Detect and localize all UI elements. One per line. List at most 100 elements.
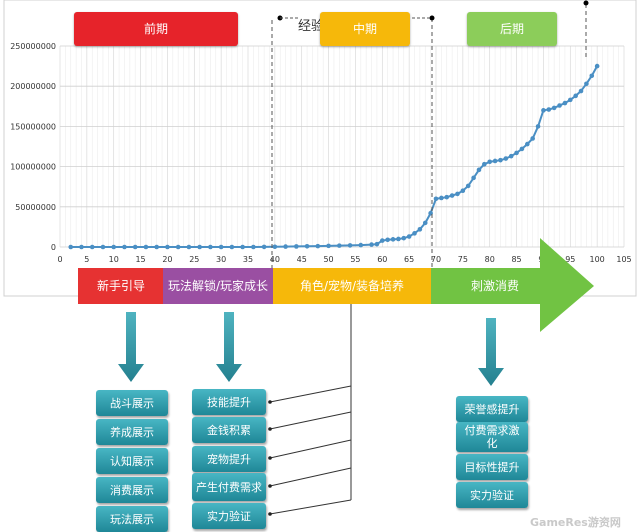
col1-item-cognition: 认知展示 (96, 448, 168, 474)
chart-grid (59, 45, 625, 248)
data-point (251, 244, 256, 250)
x-tick-label: 30 (216, 255, 226, 264)
data-point (68, 244, 74, 250)
col2-item-skill: 技能提升 (192, 389, 266, 415)
data-point (79, 244, 84, 250)
data-point (283, 244, 288, 249)
data-point (460, 188, 466, 194)
data-point (369, 242, 374, 247)
x-tick-label: 65 (404, 255, 414, 264)
x-tick-label: 75 (458, 255, 468, 264)
x-tick-label: 20 (162, 255, 172, 264)
col2-item-money: 金钱积累 (192, 417, 266, 443)
data-point (208, 244, 213, 250)
data-point (337, 243, 342, 248)
y-tick-label: 250000000 (10, 42, 56, 51)
x-tick-label: 35 (243, 255, 253, 264)
data-point (541, 108, 546, 113)
data-point (154, 244, 159, 250)
x-tick-label: 80 (485, 255, 495, 264)
data-point (465, 183, 471, 189)
data-point (100, 244, 106, 250)
stage-newbie-guide: 新手引导 (78, 268, 164, 304)
x-tick-label: 60 (377, 255, 387, 264)
data-point (347, 243, 353, 248)
data-point (143, 244, 149, 250)
data-point (326, 243, 331, 249)
down-arrow-3 (478, 318, 504, 386)
x-tick-label: 50 (323, 255, 333, 264)
data-point (530, 136, 535, 141)
x-tick-label: 0 (57, 255, 62, 264)
y-tick-label: 200000000 (10, 82, 56, 91)
data-point (514, 150, 519, 156)
stage-character-training: 角色/宠物/装备培养 (273, 268, 431, 304)
data-point (578, 88, 584, 94)
x-tick-label: 85 (511, 255, 521, 264)
experience-points (68, 63, 600, 250)
data-point (519, 146, 525, 152)
x-tick-label: 95 (565, 255, 575, 264)
data-point (439, 195, 444, 201)
data-point (89, 244, 95, 250)
data-point (261, 244, 267, 250)
data-point (240, 244, 245, 250)
data-point (379, 238, 385, 243)
down-arrow-2 (216, 312, 242, 382)
col2-item-pet: 宠物提升 (192, 446, 266, 472)
boundary-dot-3 (583, 0, 589, 6)
data-point (294, 244, 299, 249)
data-point (492, 158, 498, 164)
data-point (422, 220, 428, 226)
data-point (525, 141, 530, 147)
x-tick-label: 5 (84, 255, 89, 264)
connector-4 (269, 467, 352, 487)
col1-item-gameplay: 玩法展示 (96, 506, 168, 532)
col2-item-verify: 实力验证 (192, 503, 266, 529)
data-point (122, 244, 127, 250)
data-point (567, 97, 573, 103)
y-tick-label: 50000000 (15, 203, 56, 212)
x-tick-label: 55 (350, 255, 360, 264)
x-tick-label: 15 (135, 255, 145, 264)
data-point (396, 236, 401, 242)
y-tick-label: 0 (51, 243, 56, 252)
data-point (573, 93, 578, 99)
col1-item-battle: 战斗展示 (96, 390, 168, 416)
stimulate-consumption-arrow (430, 238, 594, 332)
col3-item-goal: 目标性提升 (456, 454, 528, 480)
data-point (508, 153, 514, 159)
data-point (589, 73, 595, 79)
connector-5 (269, 499, 352, 515)
x-tick-label: 40 (270, 255, 280, 264)
watermark-logo: GameRes游资网 (530, 516, 621, 529)
data-point (584, 81, 589, 87)
data-point (272, 244, 278, 250)
data-point (471, 175, 476, 181)
data-point (390, 237, 396, 242)
data-point (594, 63, 600, 69)
stage-unlock-growth: 玩法解锁/玩家成长 (163, 268, 273, 304)
data-point (175, 244, 181, 250)
x-tick-label: 45 (297, 255, 307, 264)
col3-item-honor: 荣誉感提升 (456, 396, 528, 422)
data-point (358, 242, 364, 248)
data-point (186, 244, 192, 250)
data-point (546, 107, 552, 112)
data-point (562, 100, 568, 106)
data-point (433, 196, 439, 202)
data-point (197, 244, 202, 250)
data-point (444, 194, 450, 200)
phase-mid: 中期 (320, 12, 410, 46)
data-point (385, 237, 390, 243)
data-point (401, 235, 407, 241)
y-axis-ticks: 0500000001000000001500000002000000002500… (10, 42, 56, 252)
data-point (476, 167, 482, 173)
data-point (304, 243, 310, 249)
chart-title: 经验 (298, 19, 325, 34)
data-point (455, 191, 460, 197)
y-tick-label: 100000000 (10, 163, 56, 172)
data-point (132, 244, 138, 250)
connector-1 (269, 385, 352, 403)
